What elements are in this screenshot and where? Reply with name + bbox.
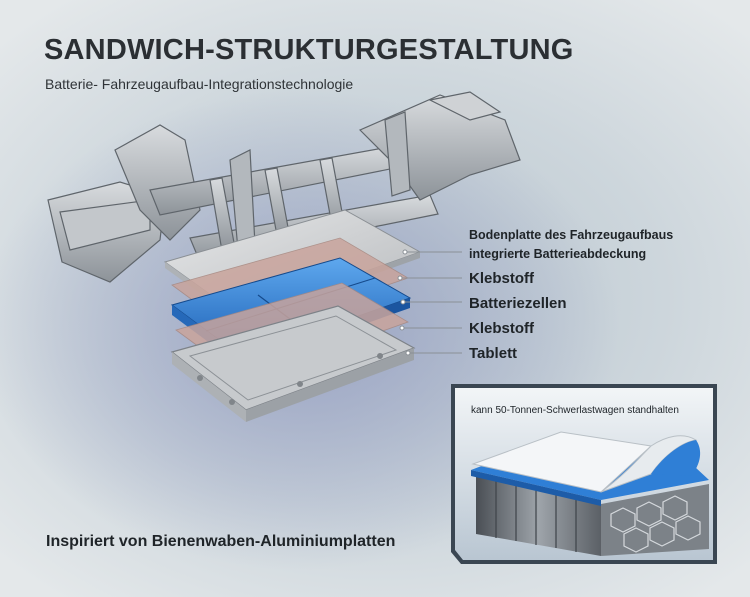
leader-lines (397, 249, 462, 356)
label-battery-cover: integrierte Batterieabdeckung (469, 247, 647, 261)
footer-caption: Inspiriert von Bienenwaben-Aluminiumplat… (46, 533, 396, 550)
label-adhesive-bottom: Klebstoff (469, 320, 534, 337)
inset-caption: kann 50-Tonnen-Schwerlastwagen standhalt… (471, 405, 679, 416)
page-subtitle: Batterie- Fahrzeugaufbau-Integrationstec… (45, 76, 354, 92)
honeycomb-inset: kann 50-Tonnen-Schwerlastwagen standhalt… (451, 384, 717, 564)
label-adhesive-top: Klebstoff (469, 270, 534, 287)
page-title: SANDWICH-STRUKTURGESTALTUNG (44, 34, 574, 66)
label-floor-plate: Bodenplatte des Fahrzeugaufbaus (469, 228, 674, 242)
honeycomb-panel-illustration (451, 384, 717, 564)
label-battery-cells: Batteriezellen (469, 295, 567, 312)
label-tray: Tablett (469, 345, 518, 362)
layer-tray (170, 305, 416, 422)
